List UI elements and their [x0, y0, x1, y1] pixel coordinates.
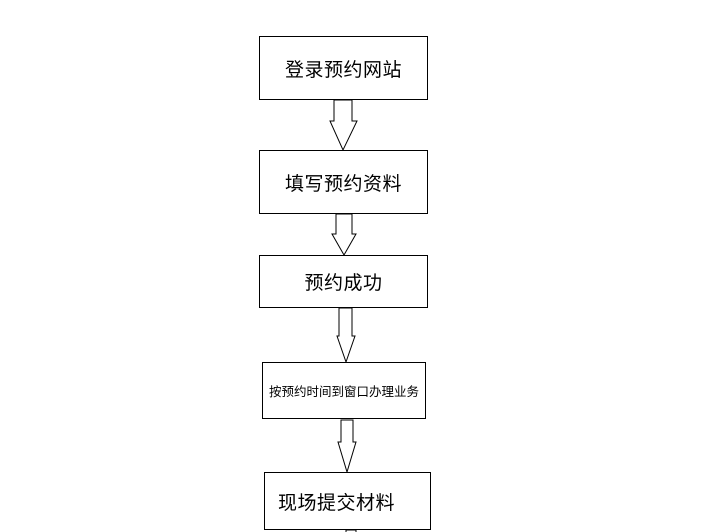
step-label: 按预约时间到窗口办理业务 [268, 384, 419, 399]
flow-step-booking-success: 预约成功 [259, 255, 428, 308]
step-label: 预约成功 [304, 272, 383, 294]
flow-step-submit-materials: 现场提交材料 [264, 472, 431, 530]
arrow-step4-to-step5 [337, 419, 357, 474]
step-label: 填写预约资料 [284, 172, 402, 195]
flow-step-fill-in-info: 填写预约资料 [259, 150, 428, 214]
step-label: 登录预约网站 [284, 58, 402, 81]
step-label: 现场提交材料 [277, 491, 395, 514]
arrow-step2-to-step3 [331, 213, 357, 257]
arrow-step1-to-step2 [329, 99, 358, 152]
flow-step-login-website: 登录预约网站 [259, 36, 428, 100]
arrow-step3-to-step4 [336, 307, 356, 364]
flow-step-visit-window: 按预约时间到窗口办理业务 [262, 362, 426, 419]
